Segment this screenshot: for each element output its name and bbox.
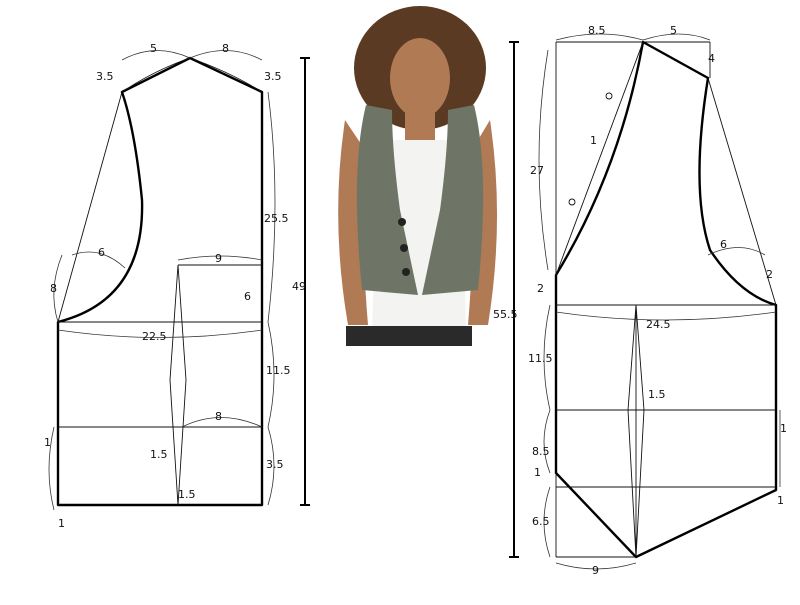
back-chest-dim	[57, 329, 263, 338]
front-button-1	[605, 92, 613, 100]
face-shape	[390, 38, 450, 118]
front-chest-dim	[555, 311, 777, 321]
back-side-dim	[267, 91, 276, 323]
back-armhole-side-dim	[53, 254, 63, 323]
back-waist-dim	[267, 321, 275, 428]
back-label-armhole-side: 8	[50, 282, 57, 295]
front-label-armhole: 6	[720, 238, 727, 251]
front-label-right-offset-1: 1	[780, 422, 787, 435]
front-shoulder-dim	[642, 33, 711, 41]
front-bottom-width-dim	[555, 562, 637, 570]
front-label-chest-width: 24.5	[646, 318, 671, 331]
front-point-height-dim	[543, 486, 551, 558]
back-neck-curve	[121, 57, 263, 93]
front-label-side-left: 2	[537, 282, 544, 295]
front-label-shoulder-drop: 4	[708, 52, 715, 65]
back-label-left-bottom: 1	[58, 517, 65, 530]
front-label-right-offset-2: 1	[777, 494, 784, 507]
front-label-top-width: 8.5	[588, 24, 606, 37]
back-label-armhole-width: 6	[98, 246, 105, 259]
front-label-neckline: 27	[530, 164, 544, 177]
back-label-waist-side: 11.5	[266, 364, 291, 377]
front-neckline-dim	[538, 49, 549, 271]
back-dart	[169, 264, 187, 506]
back-armhole-width-dim	[71, 251, 126, 269]
back-dart-top-dim	[177, 255, 263, 261]
front-hem-left-dim	[543, 409, 551, 474]
back-left-dim	[48, 426, 55, 511]
back-hem-width-dim	[181, 417, 263, 428]
back-label-dart-width: 1.5	[150, 448, 168, 461]
back-label-hem-side: 3.5	[266, 458, 284, 471]
back-hem-dim	[267, 426, 275, 506]
back-pattern-outline	[56, 56, 264, 507]
back-label-shoulder-right: 8	[222, 42, 229, 55]
front-label-button-offset: 1	[590, 134, 597, 147]
front-label-side-right: 2	[766, 268, 773, 281]
model-photo	[330, 0, 502, 346]
vest-button-1	[398, 218, 406, 226]
front-label-point-height: 6.5	[532, 515, 550, 528]
back-label-hem-width: 8	[215, 410, 222, 423]
front-armhole-dim	[707, 247, 766, 256]
vest-button-2	[400, 244, 408, 252]
back-shoulder-right-dim	[189, 50, 263, 61]
back-pattern: 5 8 3.5 3.5 25.5 6 8 22.5 9 6 11.5 8 1.5…	[44, 42, 310, 530]
back-label-neck-right: 3.5	[264, 70, 282, 83]
front-neckline-guide	[555, 41, 644, 276]
back-label-dart-bottom: 1.5	[178, 488, 196, 501]
back-label-side-upper: 25.5	[264, 212, 289, 225]
vest-shape	[356, 105, 484, 295]
back-label-dart-top: 9	[215, 252, 222, 265]
back-label-neck-left: 3.5	[96, 70, 114, 83]
front-pattern-outline	[554, 40, 778, 559]
vest-button-3	[402, 268, 410, 276]
front-waist-left-dim	[543, 304, 551, 411]
front-top-width-dim	[555, 33, 644, 41]
front-button-2	[568, 198, 576, 206]
back-shoulder-left-dim	[121, 50, 191, 61]
back-armhole-guide	[57, 91, 123, 323]
front-pattern: 8.5 5 4 27 1 6 2 2 24.5 11.5 1.5 1 1 8.5…	[493, 24, 787, 577]
front-label-total-length: 55.5	[493, 308, 518, 321]
back-label-left-offset: 1	[44, 436, 51, 449]
back-label-dart-side: 6	[244, 290, 251, 303]
back-label-shoulder-left: 5	[150, 42, 157, 55]
front-label-shoulder: 5	[670, 24, 677, 37]
back-label-chest-width: 22.5	[142, 330, 167, 343]
front-label-waist-left: 11.5	[528, 352, 553, 365]
back-label-total-length: 49	[292, 280, 306, 293]
front-label-dart-width: 1.5	[648, 388, 666, 401]
front-label-hem-left: 8.5	[532, 445, 550, 458]
front-label-hem-corner: 1	[534, 466, 541, 479]
pants-shape	[346, 326, 472, 346]
front-armhole-guide	[707, 77, 777, 306]
front-label-bottom-width: 9	[592, 564, 599, 577]
